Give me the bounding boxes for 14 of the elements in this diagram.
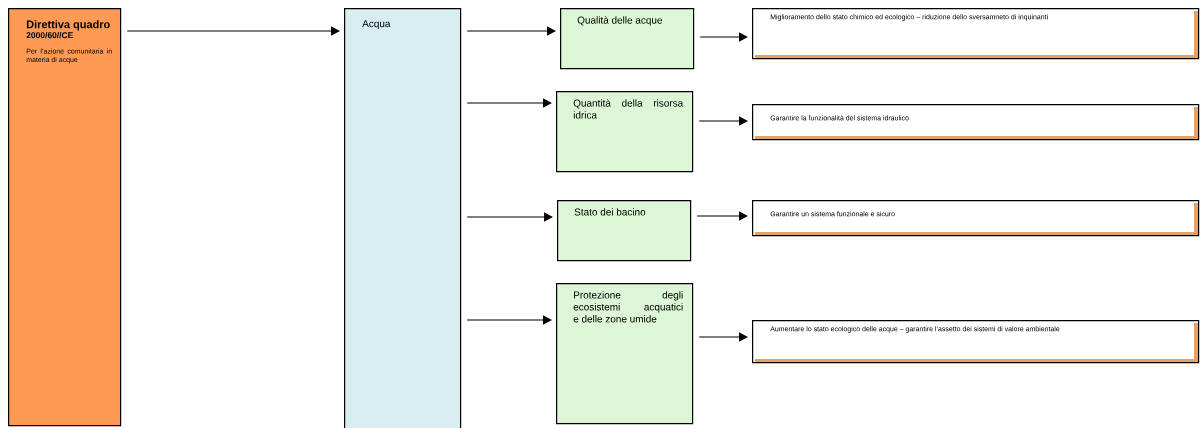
topic-box: Quantità della risorsa idrica <box>556 91 694 173</box>
topic-box: Stato dei bacino <box>557 200 692 262</box>
theme-column: Acqua <box>344 8 462 428</box>
arrow <box>466 212 553 222</box>
topic-box: Qualità delle acque <box>560 8 695 70</box>
arrow <box>698 116 748 126</box>
arrow <box>696 211 748 221</box>
arrow <box>466 315 552 325</box>
arrow <box>699 32 748 42</box>
arrow <box>466 26 556 36</box>
arrow <box>698 332 748 342</box>
topic-box: Protezione degli ecosistemi acquatici e delle zone umide <box>556 283 694 425</box>
arrow <box>126 26 340 36</box>
arrow <box>466 98 552 108</box>
